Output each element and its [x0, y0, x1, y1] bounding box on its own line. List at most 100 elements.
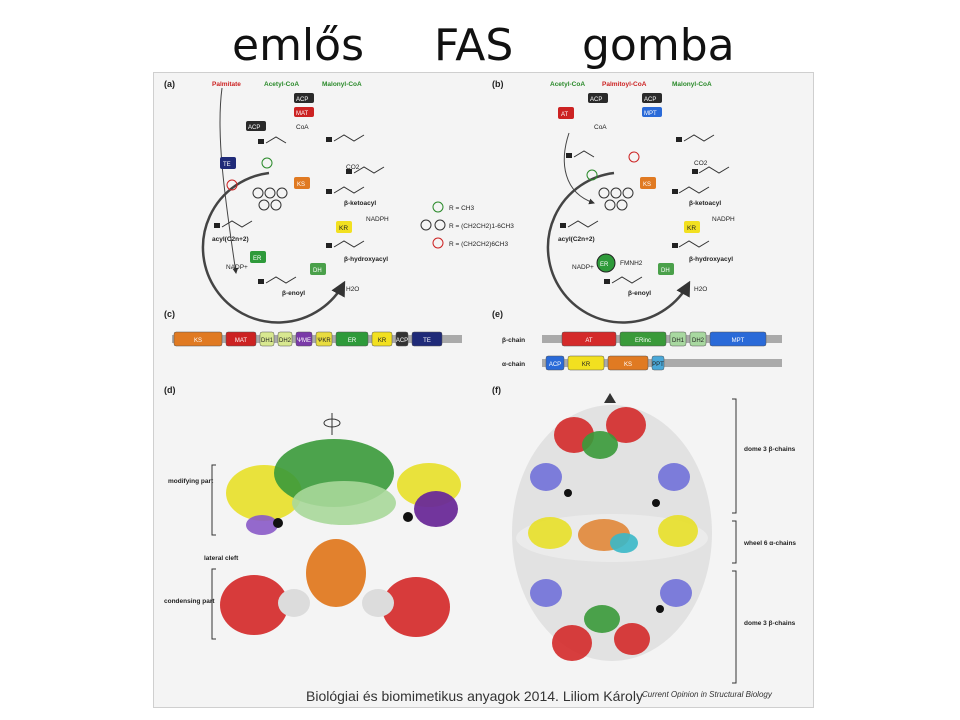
panel-b-label: (b)	[492, 79, 504, 89]
b-nadp: NADP+	[572, 264, 594, 271]
c-domain-7	[371, 331, 393, 347]
c-domain-label-1: MAT	[235, 338, 248, 344]
a-substrate-palmitate: Palmitate	[212, 81, 241, 88]
e-alpha-domain-2	[607, 355, 649, 371]
b-kr-badge	[684, 221, 700, 233]
c-domain-label-7: KR	[378, 338, 387, 344]
b-acp-badge-2	[642, 93, 662, 103]
a-legend-2: R = (CH2CH2)1-6CH3	[449, 223, 514, 230]
panel-e: (e) β-chain α-chain AT ERinc DH1 DH2 MPT ACP…	[492, 309, 782, 371]
b-ketoacyl: β-ketoacyl	[689, 200, 721, 207]
e-beta-domain-2	[669, 331, 687, 347]
panel-f-label: (f)	[492, 385, 501, 395]
b-loading-arrow	[563, 132, 595, 205]
e-beta-domain-label-4: MPT	[732, 338, 745, 344]
a-acp-text: ACP	[296, 97, 308, 103]
e-alpha-domain-0	[545, 355, 565, 371]
c-domain-label-6: ER	[348, 338, 357, 344]
c-domain-1	[225, 331, 257, 347]
c-domain-4	[295, 331, 313, 347]
d-modifying-bracket	[211, 464, 216, 536]
a-coa: CoA	[296, 124, 309, 131]
b-ks-text: KS	[643, 182, 651, 188]
b-substrate-malonyl: Malonyl-CoA	[672, 81, 712, 88]
a-acp-badge-2	[246, 121, 266, 131]
e-alpha-domain-3	[651, 355, 665, 371]
a-nadp: NADP+	[226, 264, 248, 271]
f-dome-bottom-bracket	[732, 570, 737, 684]
b-acyl: acyl(C2n+2)	[558, 236, 595, 243]
footer-caption: Biológiai és biomimetikus anyagok 2014. …	[306, 688, 643, 704]
b-ks-badge	[640, 177, 656, 189]
d-condensing-bracket	[211, 568, 216, 640]
f-axis-icon	[604, 393, 616, 403]
a-structures	[221, 134, 385, 284]
a-acp-dots	[214, 137, 352, 284]
e-alpha-label: α-chain	[502, 361, 525, 368]
b-hydroxyacyl: β-hydroxyacyl	[689, 256, 733, 263]
b-mpt-text: MPT	[644, 111, 657, 117]
a-ks-badge	[294, 177, 310, 189]
a-co2: CO2	[346, 164, 360, 171]
b-co2: CO2	[694, 160, 708, 167]
c-domain-label-8: ACP	[396, 338, 408, 344]
a-substrate-acetyl: Acetyl-CoA	[264, 81, 299, 88]
c-domain-label-4: ΨME	[297, 338, 311, 344]
b-fmnh2: FMNH2	[620, 260, 643, 267]
b-dh-text: DH	[661, 268, 670, 274]
a-kr-text: KR	[339, 225, 348, 232]
a-te-text: TE	[223, 162, 231, 168]
c-domain-3	[277, 331, 293, 347]
b-acp-dots	[560, 137, 698, 284]
c-domain-label-2: DH1	[261, 338, 274, 344]
legend-circle-7	[432, 237, 444, 249]
a-step-group	[252, 187, 288, 211]
b-at-badge	[558, 107, 574, 119]
b-acp-text-2: ACP	[644, 97, 656, 103]
a-acp-badge	[294, 93, 314, 103]
f-wheel-bracket	[732, 520, 737, 564]
a-te-badge	[220, 157, 236, 169]
e-beta-domain-label-3: DH2	[692, 338, 705, 344]
e-alpha-domain-label-0: ACP	[549, 362, 561, 368]
title-mammal: emlős	[232, 20, 364, 71]
b-acp-text: ACP	[590, 97, 602, 103]
panel-d-label: (d)	[164, 385, 176, 395]
e-beta-domain-label-0: AT	[585, 338, 593, 344]
b-er-text: ER	[600, 262, 609, 268]
a-nadph: NADPH	[366, 216, 389, 223]
d-condensing-label: condensing part	[164, 598, 215, 605]
panel-b: (b) Acetyl-CoA Palmitoyl-CoA Malonyl-CoA…	[492, 79, 735, 324]
d-cleft-label: lateral cleft	[204, 555, 239, 562]
a-acyl: acyl(C2n+2)	[212, 236, 249, 243]
d-modifying-label: modifying part	[168, 478, 214, 485]
b-step-group	[598, 187, 634, 211]
e-beta-domain-label-2: DH1	[672, 338, 685, 344]
a-hydroxyacyl: β-hydroxyacyl	[344, 256, 388, 263]
c-domain-6	[335, 331, 369, 347]
c-domain-2	[259, 331, 275, 347]
e-alpha-domain-label-3: PPT	[652, 362, 664, 368]
a-mat-text: MAT	[296, 111, 309, 117]
title-fungus: gomba	[582, 20, 735, 71]
c-domain-label-3: DH2	[279, 338, 292, 344]
legend-circle-2	[420, 219, 432, 231]
b-step-1	[586, 169, 598, 181]
e-beta-domain-1	[619, 331, 667, 347]
b-nadph: NADPH	[712, 216, 735, 223]
b-kr-text: KR	[687, 225, 696, 232]
b-h2o: H2O	[694, 286, 707, 293]
b-dh-badge	[658, 263, 674, 275]
panel-e-label: (e)	[492, 309, 503, 319]
b-mpt-badge	[642, 107, 662, 117]
e-beta-domain-label-1: ERinc	[635, 338, 651, 344]
a-dh-text: DH	[313, 268, 322, 274]
a-substrate-malonyl: Malonyl-CoA	[322, 81, 362, 88]
a-mat-badge	[294, 107, 314, 117]
c-domain-8	[395, 331, 409, 347]
e-beta-label: β-chain	[502, 337, 525, 344]
panel-c-label: (c)	[164, 309, 175, 319]
e-alpha-domain-1	[567, 355, 605, 371]
a-kr-badge	[336, 221, 352, 233]
